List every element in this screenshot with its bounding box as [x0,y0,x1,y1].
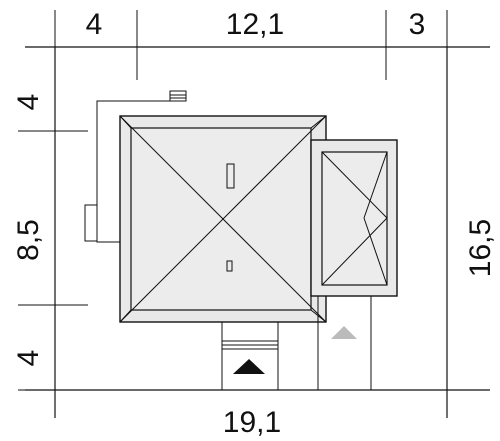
main-roof [119,115,327,323]
bottom-dim: 19,1 [223,406,281,439]
left-dim-top: 4 [12,94,45,111]
top-dimension-line [25,10,490,80]
building-outline [84,90,187,243]
garage-arrow-icon [331,326,357,339]
chimney-top [226,163,235,189]
top-dim-left: 4 [86,8,103,41]
garage-roof [310,139,398,297]
top-dim-right: 3 [409,8,426,41]
driveway-lines [317,296,372,390]
top-dim-middle: 12,1 [226,8,284,41]
right-dim: 16,5 [464,219,497,277]
chimney-bottom [226,260,233,272]
entrance-arrow-icon [233,359,265,374]
left-dim-bottom: 4 [12,350,45,367]
entrance-walkway [221,321,279,390]
left-dim-middle: 8,5 [12,219,45,261]
